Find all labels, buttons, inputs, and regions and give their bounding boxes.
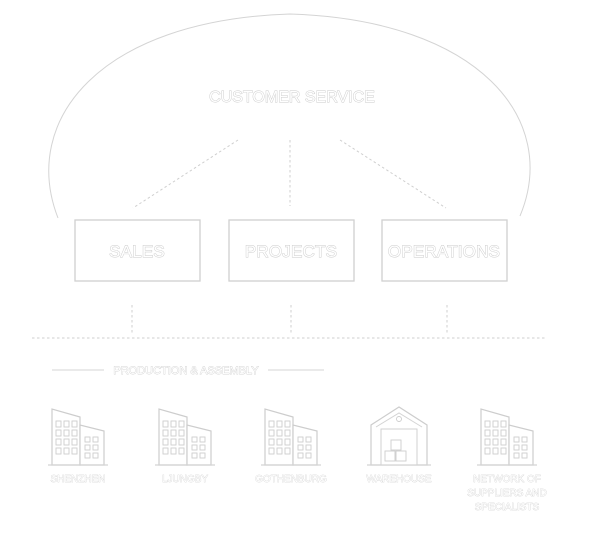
location-gothenburg: GOTHENBURG bbox=[255, 474, 327, 486]
location-ljungby: LJUNGBY bbox=[162, 474, 209, 486]
connector-sales bbox=[132, 139, 239, 209]
dept-box-operations: OPERATIONS bbox=[381, 219, 508, 282]
connector-operations bbox=[339, 139, 447, 209]
location-warehouse: WAREHOUSE bbox=[366, 474, 432, 486]
location-label-shenzhen: SHENZHEN bbox=[50, 474, 105, 485]
icon-network-office-building-icon bbox=[477, 408, 537, 466]
dept-label-operations: OPERATIONS bbox=[388, 242, 500, 261]
dept-label-sales: SALES bbox=[109, 242, 165, 261]
location-label-warehouse: WAREHOUSE bbox=[366, 474, 432, 485]
location-icons bbox=[48, 406, 537, 466]
location-shenzhen: SHENZHEN bbox=[50, 474, 106, 486]
dept-box-sales: SALES bbox=[74, 219, 201, 282]
section-heading: PRODUCTION & ASSEMBLY bbox=[113, 365, 259, 377]
icon-shenzhen-office-building-icon bbox=[48, 408, 108, 466]
customer-service-title: CUSTOMER SERVICE bbox=[209, 89, 375, 106]
location-network: NETWORK OF SUPPLIERS AND SPECIALISTS bbox=[467, 474, 547, 514]
location-label-ljungby: LJUNGBY bbox=[162, 474, 208, 485]
dept-label-projects: PROJECTS bbox=[245, 242, 337, 261]
dept-box-projects: PROJECTS bbox=[228, 219, 355, 282]
location-label-gothenburg: GOTHENBURG bbox=[255, 474, 327, 485]
location-label-network-line1: NETWORK OF bbox=[473, 474, 541, 485]
location-label-network-line3: SPECIALISTS bbox=[475, 502, 540, 513]
icon-ljungby-office-building-icon bbox=[155, 408, 215, 466]
icon-gothenburg-office-building-icon bbox=[261, 408, 321, 466]
customer-service-arc bbox=[48, 13, 531, 219]
location-label-network-line2: SUPPLIERS AND bbox=[467, 488, 546, 499]
icon-warehouse-warehouse-icon bbox=[367, 406, 431, 466]
